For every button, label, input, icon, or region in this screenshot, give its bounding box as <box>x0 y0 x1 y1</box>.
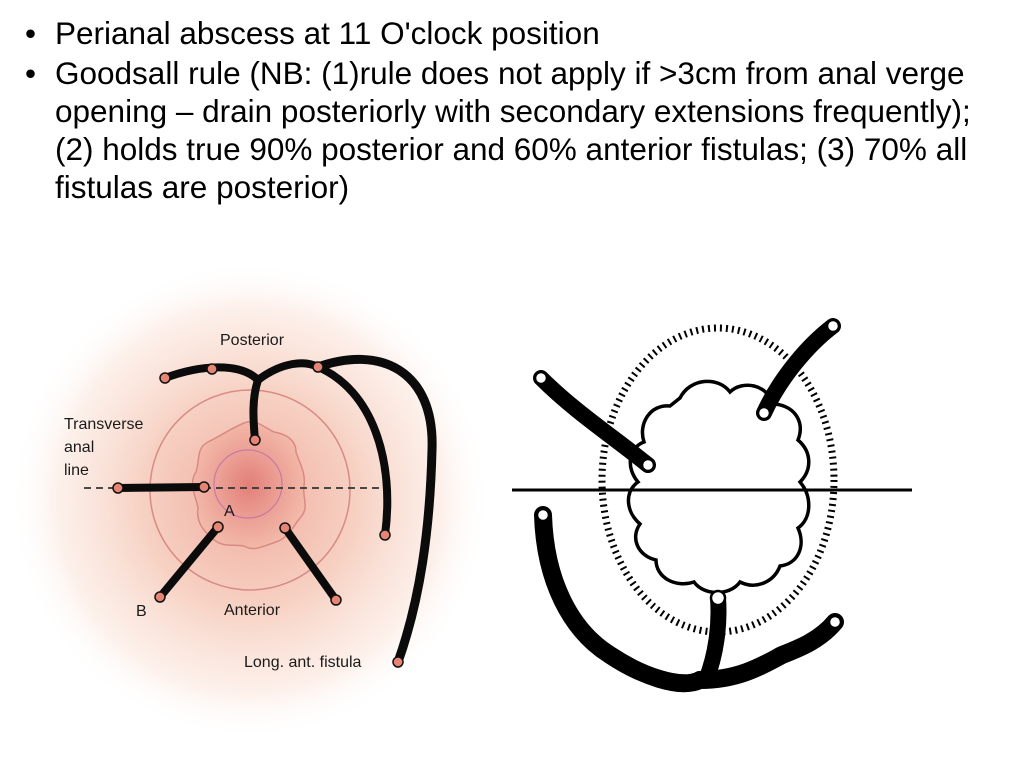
bullet-text: Perianal abscess at 11 O'clock position <box>55 15 600 51</box>
transverse-label-line-3: line <box>64 462 89 479</box>
external-opening <box>206 363 218 375</box>
posterior-label: Posterior <box>220 332 285 349</box>
internal-opening <box>709 589 727 607</box>
posterior-left-tract <box>533 370 656 473</box>
anterior-radial-tract <box>281 524 340 604</box>
bullet-marker: • <box>25 15 37 51</box>
bullet-text: Goodsall rule (NB: (1)rule does not appl… <box>55 55 971 205</box>
internal-opening <box>640 457 656 473</box>
transverse-label-line-1: Transverse <box>64 416 144 433</box>
bullet-item: • Goodsall rule (NB: (1)rule does not ap… <box>25 54 985 206</box>
anal-canal-inner-ring <box>213 449 283 519</box>
point-a-label: A <box>224 503 235 520</box>
anterior-radial-tract-b <box>156 523 222 601</box>
long-anterior-fistula-tract <box>313 355 437 667</box>
horseshoe-left-tract <box>534 506 709 693</box>
internal-opening <box>249 434 261 446</box>
internal-opening <box>212 521 224 533</box>
posterior-curved-tract <box>314 363 392 539</box>
external-opening <box>825 318 841 334</box>
point-b-label: B <box>136 603 147 620</box>
posterior-right-tract <box>756 318 841 421</box>
bullet-list: • Perianal abscess at 11 O'clock positio… <box>25 14 985 208</box>
external-opening <box>154 591 166 603</box>
bullet-item: • Perianal abscess at 11 O'clock positio… <box>25 14 985 52</box>
external-opening <box>330 594 342 606</box>
posterior-stem-tract <box>249 376 262 444</box>
external-opening <box>112 482 124 494</box>
internal-opening <box>756 405 772 421</box>
fistula-sketch-diagram <box>512 318 912 693</box>
transverse-label-line-2: anal <box>64 439 94 456</box>
external-opening <box>533 370 549 386</box>
bullet-marker: • <box>25 55 37 91</box>
external-opening <box>159 372 171 384</box>
external-opening <box>827 614 843 630</box>
external-opening <box>379 529 391 541</box>
transverse-tract <box>114 483 208 492</box>
goodsall-diagram: Posterior Transverse anal line A B Anter… <box>10 260 490 740</box>
anterior-label: Anterior <box>224 602 281 619</box>
external-opening <box>312 361 324 373</box>
anterior-midline-tract <box>698 590 727 688</box>
anal-canal-scalloped-outline <box>626 379 811 595</box>
internal-opening <box>198 481 210 493</box>
external-opening <box>535 507 551 523</box>
posterior-horseshoe-tract <box>161 363 262 384</box>
long-ant-fistula-label: Long. ant. fistula <box>244 654 362 671</box>
internal-opening <box>279 522 291 534</box>
anal-canal-outline <box>191 420 306 550</box>
external-opening <box>392 656 404 668</box>
horseshoe-right-tract <box>691 613 844 689</box>
